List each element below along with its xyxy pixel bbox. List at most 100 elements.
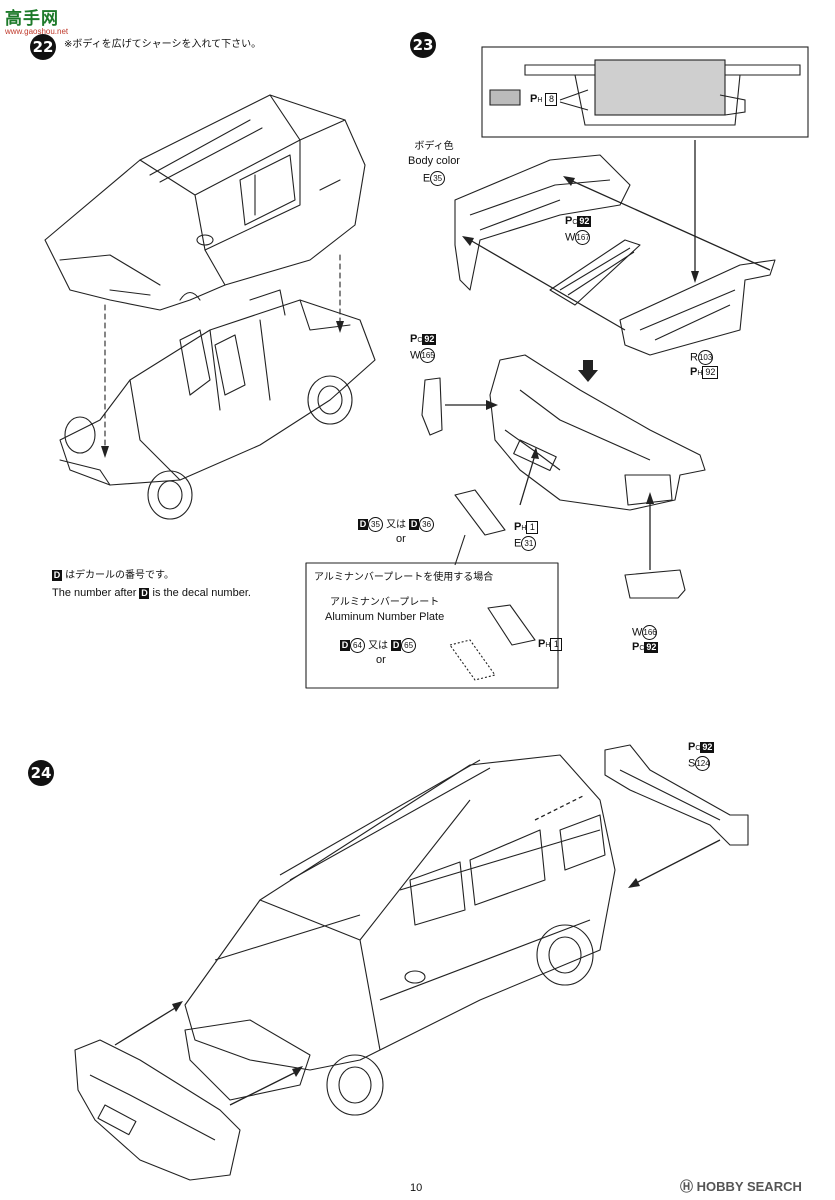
alu-label-jp: アルミナンバープレート	[329, 597, 440, 608]
watermark-url: www.gaoshou.net	[5, 27, 69, 36]
or-jp: 又は	[386, 519, 407, 531]
hobby-search-logo-icon: Ⓗ	[680, 1179, 694, 1194]
grille-mesh	[549, 239, 641, 306]
decal-number: 65	[401, 638, 417, 653]
fog-lamp	[624, 569, 686, 599]
color-code: W	[565, 231, 576, 244]
page-number: 10	[410, 1182, 423, 1194]
pc-letter: P	[688, 741, 696, 753]
decal-letter-icon: D	[358, 519, 368, 530]
step24-front-bumper	[74, 1039, 241, 1181]
color-number: 31	[521, 536, 537, 551]
pc-sub: C	[417, 337, 423, 344]
decal-letter-icon: D	[409, 519, 420, 530]
pc-number: 92	[644, 641, 659, 653]
step-22-note: ※ボディを広げてシャーシを入れて下さい。	[64, 39, 262, 50]
alu-label-en: Aluminum Number Plate	[325, 611, 445, 623]
decal-letter-icon: D	[391, 640, 402, 651]
decal-number: 36	[419, 517, 435, 532]
pc-sub: C	[572, 219, 578, 226]
pc-sub: H	[545, 642, 551, 649]
color-code: R	[690, 351, 698, 364]
body-color-jp: ボディ色	[414, 141, 454, 152]
front-bumper-assembled	[489, 354, 706, 511]
step-down-arrow	[578, 360, 598, 382]
decal-number: 64	[350, 638, 365, 653]
site-watermark: 高手网 www.gaoshou.net	[5, 4, 68, 36]
decal-letter-icon: D	[340, 640, 350, 651]
pc-sub: C	[695, 745, 701, 752]
body-color-en: Body color	[408, 155, 460, 167]
color-number: 167	[575, 230, 591, 245]
color-number: 165	[420, 348, 436, 363]
color-code: S	[688, 757, 696, 770]
footer-brand: HOBBY SEARCH	[696, 1179, 802, 1194]
aluminum-plate-label: アルミナンバープレート Aluminum Number Plate	[325, 596, 444, 624]
part-number-box: 1	[550, 637, 563, 651]
pc-sub: H	[537, 97, 543, 104]
pc-letter: P	[565, 215, 573, 227]
pc-letter: P	[538, 638, 546, 650]
front-bumper-upper	[454, 154, 631, 291]
step24-vehicle	[184, 754, 616, 1071]
part-number-box: 8	[545, 92, 558, 106]
part-number-box: 92	[702, 365, 719, 379]
color-code: W	[632, 626, 643, 639]
bumper-lower	[619, 259, 776, 356]
color-code: E	[514, 537, 522, 550]
pc-number: 92	[577, 215, 592, 227]
aluminum-plate-title: アルミナンバープレートを使用する場合	[314, 572, 494, 583]
pc-number: 92	[422, 333, 437, 345]
number-plate	[454, 489, 506, 536]
color-code: W	[410, 349, 421, 362]
color-code: E	[422, 172, 431, 185]
pc-letter: P	[530, 93, 538, 105]
hobby-search-watermark: Ⓗ HOBBY SEARCH	[680, 1176, 802, 1195]
or-en: or	[376, 654, 386, 667]
color-number: 166	[642, 625, 658, 640]
decal-letter-icon: D	[52, 569, 62, 581]
step24-rear-spoiler	[604, 744, 749, 846]
pc-sub: H	[697, 370, 703, 377]
decal-note-en-post: is the decal number.	[152, 587, 251, 599]
step-23-number: 23	[410, 32, 436, 58]
color-number: 124	[695, 756, 711, 771]
pc-sub: H	[521, 525, 527, 532]
pc-number: 92	[700, 741, 715, 753]
color-number: 103	[697, 350, 713, 365]
inset-part-ref: PH 8	[530, 92, 558, 108]
side-marker	[421, 377, 443, 436]
step23-inset-box	[481, 46, 809, 138]
aluminum-plate-inset	[305, 562, 559, 689]
step-24-number: 24	[28, 760, 54, 786]
or-jp: 又は	[368, 640, 389, 652]
decal-number: 35	[368, 517, 383, 532]
pc-letter: P	[690, 366, 698, 378]
decal-note-jp: はデカールの番号です。	[65, 570, 175, 581]
decal-letter-icon: D	[139, 587, 150, 599]
step-22-number: 22	[30, 34, 56, 60]
or-en: or	[396, 533, 406, 546]
pc-letter: P	[410, 333, 418, 345]
pc-sub: C	[639, 645, 645, 652]
pc-letter: P	[632, 641, 640, 653]
decal-note-en-pre: The number after	[52, 587, 137, 599]
step22-chassis	[59, 289, 376, 520]
step22-body-shell	[44, 94, 366, 311]
decal-note: D はデカールの番号です。 The number after D is the …	[52, 568, 251, 600]
watermark-logo-text: 高手网	[5, 9, 59, 29]
color-number: 35	[430, 171, 446, 186]
pc-letter: P	[514, 521, 522, 533]
part-number-box: 1	[526, 520, 539, 534]
